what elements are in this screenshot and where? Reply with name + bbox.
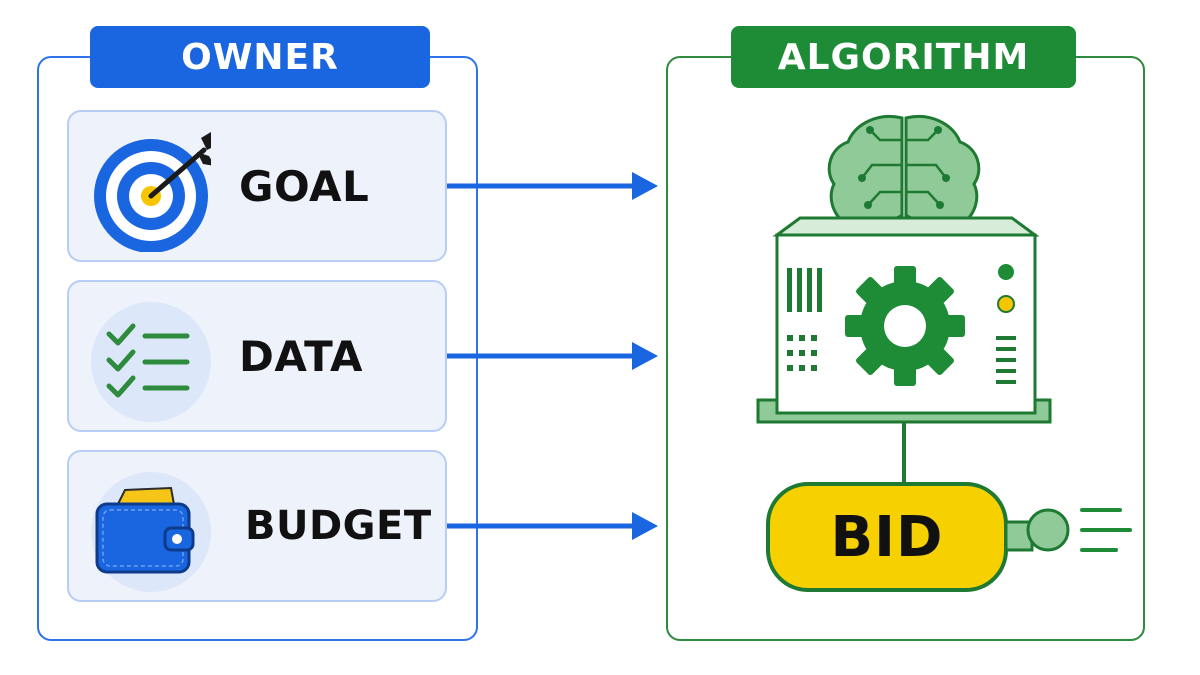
owner-label: OWNER: [90, 26, 430, 88]
data-card: DATA: [67, 280, 447, 432]
bid-output-plug: [1004, 508, 1132, 552]
goal-arrow: [447, 172, 658, 200]
algorithm-label: ALGORITHM: [731, 26, 1076, 88]
brain-icon: [827, 115, 981, 243]
checklist-icon: [91, 302, 211, 422]
budget-card: BUDGET: [67, 450, 447, 602]
data-label: DATA: [239, 331, 364, 381]
wallet-icon: [91, 472, 211, 592]
budget-arrow: [447, 512, 658, 540]
bid-label: BID: [830, 504, 944, 570]
gear-icon: [845, 266, 965, 386]
budget-label: BUDGET: [245, 503, 432, 549]
goal-label: GOAL: [239, 161, 370, 211]
goal-card: GOAL: [67, 110, 447, 262]
data-arrow: [447, 342, 658, 370]
target-icon: [94, 132, 211, 252]
